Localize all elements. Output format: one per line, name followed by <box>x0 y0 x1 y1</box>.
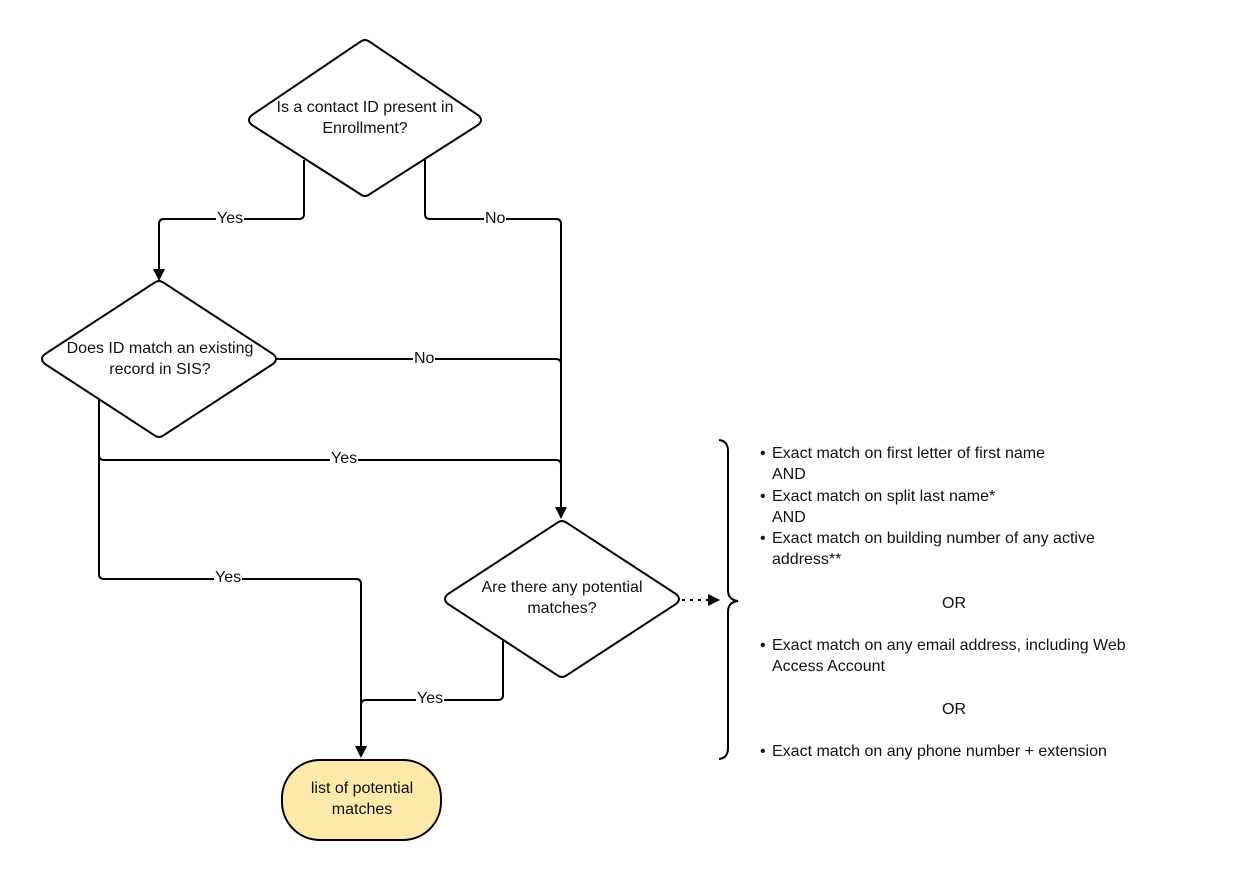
bullet-icon: • <box>760 743 766 760</box>
edge-d3-yes <box>360 641 504 706</box>
criteria-item: • Exact match on any email address, incl… <box>760 635 1126 677</box>
criteria-text: Exact match on any phone number + extens… <box>772 743 1107 760</box>
bullet-icon: • <box>760 445 766 462</box>
criteria-item: • Exact match on any phone number + exte… <box>760 741 1107 762</box>
decision-contact-id-label: Is a contact ID present in Enrollment? <box>276 99 454 137</box>
decision-potential-matches-label: Are there any potential matches? <box>481 579 643 617</box>
edge-label-d2-yes-to-d3: Yes <box>330 450 359 468</box>
bullet-icon: • <box>760 530 766 547</box>
criteria-text: Exact match on split last name* <box>772 488 996 505</box>
edge-d2-yes-to-end <box>98 455 367 758</box>
decision-potential-matches-shape <box>444 520 680 678</box>
edge-label-d2-no: No <box>413 350 436 368</box>
criteria-connector-and: AND <box>772 466 806 483</box>
criteria-item: • Exact match on split last name* AND <box>760 486 995 528</box>
criteria-connector-or: OR <box>942 701 966 718</box>
criteria-text: Exact match on first letter of first nam… <box>772 445 1045 462</box>
bullet-icon: • <box>760 637 766 654</box>
decision-contact-id-shape <box>248 39 482 197</box>
criteria-item: • Exact match on first letter of first n… <box>760 443 1045 485</box>
terminal-list-of-matches-shape <box>281 759 442 841</box>
bullet-icon: • <box>760 488 766 505</box>
edge-label-d1-yes: Yes <box>216 210 245 228</box>
edge-label-d2-yes-to-end: Yes <box>214 569 243 587</box>
criteria-brace <box>718 439 739 760</box>
criteria-connector-or: OR <box>942 595 966 612</box>
edge-d2-no <box>276 358 562 365</box>
criteria-item: • Exact match on building number of any … <box>760 528 1095 570</box>
criteria-text-continued: address** <box>772 551 842 568</box>
terminal-list-of-matches-label: list of potential matches <box>310 780 414 818</box>
decision-id-match-label: Does ID match an existing record in SIS? <box>66 340 254 378</box>
criteria-connector-and: AND <box>772 509 806 526</box>
criteria-text-continued: Access Account <box>772 658 885 675</box>
decision-id-match-shape <box>41 280 277 438</box>
criteria-text: Exact match on building number of any ac… <box>772 530 1095 547</box>
criteria-text: Exact match on any email address, includ… <box>772 637 1126 654</box>
edge-label-d3-yes: Yes <box>416 690 445 708</box>
edge-label-d1-no: No <box>484 210 507 228</box>
